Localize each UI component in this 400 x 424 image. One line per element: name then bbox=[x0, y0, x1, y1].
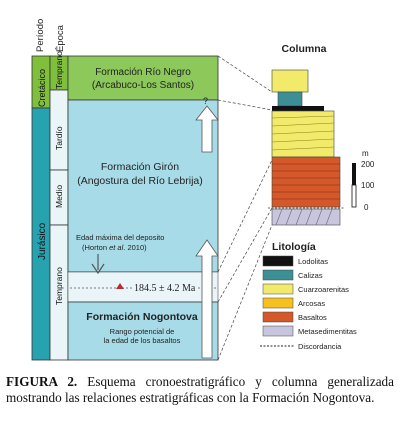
cretaceous-label: Cretácico bbox=[37, 69, 47, 107]
rionegro-title: Formación Río Negro bbox=[95, 67, 191, 78]
nogontova-title: Formación Nogontova bbox=[86, 311, 198, 323]
legend-label-arcosas: Arcosas bbox=[298, 299, 325, 308]
epoch-middle: Medio bbox=[54, 185, 64, 208]
scale-tick-0: 0 bbox=[364, 203, 369, 212]
jurassic-label: Jurásico bbox=[37, 222, 48, 260]
age-label-bg bbox=[132, 280, 198, 293]
giron-formation-box bbox=[67, 99, 219, 273]
scale-bar-lower bbox=[351, 184, 357, 208]
legend-swatch-lodolitas bbox=[262, 255, 294, 267]
age-label: 184.5 ± 4.2 Ma bbox=[134, 283, 196, 294]
scale-tick-200: 200 bbox=[361, 160, 375, 169]
legend-label-calizas: Calizas bbox=[298, 271, 323, 280]
nogontova-note-line2: la edad de los basaltos bbox=[104, 336, 181, 345]
legend-label-unconformity: Discordancia bbox=[298, 342, 342, 351]
lithology-legend: Lodolitas Calizas Cuarzoarenitas Arcosas… bbox=[260, 255, 357, 351]
stratigraphic-column bbox=[268, 69, 344, 226]
legend-swatch-cuarzoarenitas bbox=[262, 283, 294, 295]
giron-subtitle: (Angostura del Río Lebrija) bbox=[77, 175, 202, 187]
epoch-late: Tardío bbox=[54, 126, 64, 150]
legend-swatch-metasedimentitas bbox=[262, 325, 294, 337]
legend-swatch-basaltos bbox=[262, 311, 294, 323]
question-mark: ? bbox=[203, 96, 208, 106]
legend-label-basaltos: Basaltos bbox=[298, 313, 327, 322]
rionegro-up-arrow bbox=[195, 105, 219, 153]
legend-swatch-arcosas bbox=[262, 297, 294, 309]
legend-swatch-calizas bbox=[262, 269, 294, 281]
legend-label-lodolitas: Lodolitas bbox=[298, 257, 328, 266]
age-marker-triangle bbox=[116, 283, 124, 289]
age-arrow-down bbox=[91, 254, 105, 275]
scale-unit: m bbox=[362, 149, 369, 158]
rionegro-formation-box bbox=[67, 55, 219, 101]
nogontova-note-line1: Rango potencial de bbox=[110, 327, 175, 336]
rionegro-subtitle: (Arcabuco-Los Santos) bbox=[92, 80, 194, 91]
epoch-early-jurassic: Temprano bbox=[54, 267, 64, 305]
correlation-lines bbox=[217, 55, 273, 361]
stratigraphic-figure: Período Época Cretácico Jurásico Tempran… bbox=[31, 19, 375, 361]
legend-label-cuarzoarenitas: Cuarzoarenitas bbox=[298, 285, 349, 294]
epoch-early-cretaceous: Temprano bbox=[54, 51, 64, 89]
age-note-line1: Edad máxima del deposito bbox=[76, 233, 164, 242]
epoch-header: Época bbox=[55, 24, 66, 52]
period-header: Período bbox=[35, 19, 46, 52]
scale-tick-100: 100 bbox=[361, 181, 375, 190]
figure-caption: FIGURA 2. Esquema cronoestratigráfico y … bbox=[6, 374, 394, 406]
nogontova-range-arrow bbox=[195, 239, 219, 359]
age-note-line2: (Horton et al. 2010) bbox=[82, 243, 147, 252]
nogontova-formation-box bbox=[67, 301, 219, 361]
giron-title: Formación Girón bbox=[101, 161, 179, 173]
lithology-title: Litología bbox=[272, 241, 316, 253]
scale-bar-upper bbox=[352, 163, 356, 185]
caption-text: Esquema cronoestratigráfico y columna ge… bbox=[6, 374, 394, 405]
caption-lead: FIGURA 2. bbox=[6, 374, 78, 389]
legend-label-metasedimentitas: Metasedimentitas bbox=[298, 327, 357, 336]
column-title: Columna bbox=[282, 43, 327, 55]
